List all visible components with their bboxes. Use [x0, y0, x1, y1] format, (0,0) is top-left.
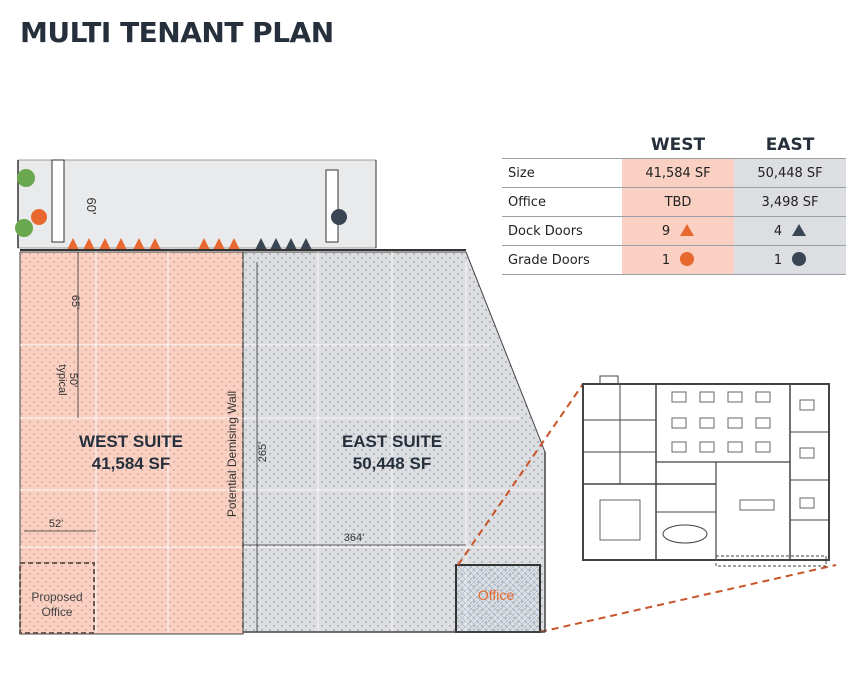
east-value: 50,448 SF	[734, 158, 846, 188]
east-grade-cell: 1	[734, 245, 846, 275]
proposed-office-label-1: Proposed	[31, 590, 82, 604]
office-plan-inset	[582, 375, 830, 567]
east-suite-area: 50,448 SF	[353, 454, 431, 473]
dark-circle-icon	[792, 252, 807, 266]
proposed-office-label-2: Office	[41, 605, 72, 619]
demising-wall-label: Potential Demising Wall	[225, 391, 239, 517]
truck-court	[17, 159, 377, 249]
west-grade-door-icon	[31, 209, 47, 225]
callout-lines	[457, 383, 837, 633]
east-dock-doors	[255, 238, 312, 250]
row-label: Dock Doors	[502, 216, 622, 246]
tree-icon	[15, 169, 35, 237]
dimension-lines	[24, 252, 466, 632]
east-dock-cell: 4	[734, 216, 846, 246]
proposed-office-outline	[19, 562, 95, 634]
west-dock-doors	[67, 238, 240, 250]
orange-circle-icon	[680, 252, 695, 266]
svg-text:52': 52'	[49, 518, 63, 530]
west-suite-name: WEST SUITE	[79, 432, 183, 451]
summary-table: WEST EAST Size 41,584 SF 50,448 SF Offic…	[502, 132, 846, 275]
table-row: Dock Doors 9 4	[502, 216, 846, 246]
header-east: EAST	[765, 135, 815, 155]
east-suite-name: EAST SUITE	[342, 432, 442, 451]
east-value: 1	[773, 253, 783, 268]
svg-text:60': 60'	[84, 198, 99, 215]
east-value: 3,498 SF	[734, 187, 846, 217]
row-label: Size	[502, 158, 622, 188]
west-value: 1	[661, 253, 671, 268]
orange-triangle-icon	[680, 223, 695, 236]
dark-triangle-icon	[792, 223, 807, 236]
summary-header-row: WEST EAST	[502, 132, 846, 159]
header-west: WEST	[650, 135, 706, 155]
west-suite-area	[19, 251, 244, 635]
table-row: Office TBD 3,498 SF	[502, 187, 846, 217]
east-office-label: Office	[478, 587, 515, 603]
page-title: MULTI TENANT PLAN	[20, 16, 334, 49]
svg-text:50': 50'	[67, 373, 79, 387]
east-value: 4	[773, 223, 783, 239]
dimensions: 60' 65' 50' typical 52' 265' 364'	[49, 198, 364, 544]
row-label: Office	[502, 187, 622, 217]
west-grade-cell: 1	[622, 245, 734, 275]
table-row: Grade Doors 1 1	[502, 245, 846, 275]
table-row: Size 41,584 SF 50,448 SF	[502, 158, 846, 188]
west-dock-cell: 9	[622, 216, 734, 246]
west-suite-area: 41,584 SF	[92, 454, 170, 473]
west-value: 41,584 SF	[622, 158, 734, 188]
svg-text:265': 265'	[257, 442, 269, 462]
svg-text:65': 65'	[69, 295, 81, 309]
west-value: TBD	[622, 187, 734, 217]
column-grid	[20, 252, 545, 632]
west-value: 9	[661, 223, 671, 239]
row-label: Grade Doors	[502, 245, 622, 275]
east-grade-door-icon	[331, 209, 347, 225]
svg-text:typical: typical	[56, 364, 68, 395]
svg-text:364': 364'	[344, 532, 364, 544]
